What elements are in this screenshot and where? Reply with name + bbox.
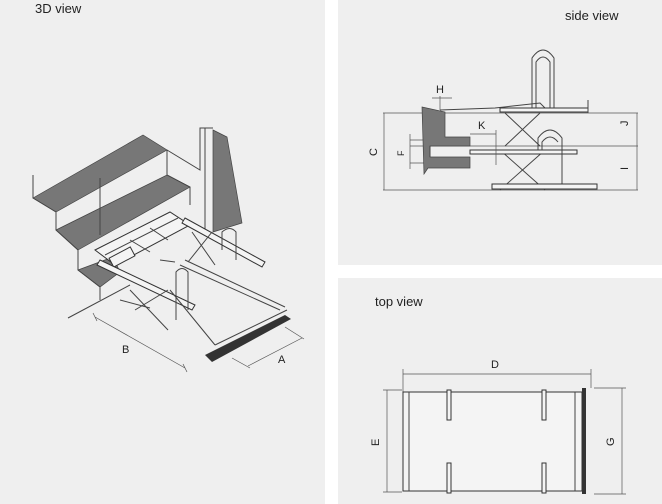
top-view-drawing: top view D E G <box>370 294 626 495</box>
side-view-title: side view <box>565 8 619 23</box>
ramp-plate <box>205 315 291 362</box>
panel-side-view <box>338 0 662 265</box>
vehicle-wall <box>212 129 243 233</box>
label-d: D <box>491 359 499 371</box>
dock-building <box>421 106 471 176</box>
ramp-bar <box>582 388 586 494</box>
label-h: H <box>436 84 444 96</box>
dimension-b <box>94 316 186 369</box>
label-f: F <box>396 150 406 156</box>
label-c: C <box>368 148 380 156</box>
dimension-a <box>247 337 303 367</box>
3d-view-drawing: 3D view <box>32 1 305 373</box>
label-b: B <box>122 344 129 356</box>
stair-outline <box>32 175 101 300</box>
label-j: J <box>619 121 631 127</box>
lift-mechanism <box>94 211 288 346</box>
label-g: G <box>605 437 617 446</box>
label-i: I <box>619 167 631 170</box>
label-e: E <box>370 439 382 446</box>
label-a: A <box>278 354 286 366</box>
platform-outline <box>402 391 583 492</box>
top-view-title: top view <box>375 294 423 309</box>
3d-view-title: 3D view <box>35 1 82 16</box>
side-view-drawing: side view C F H K J <box>368 8 638 191</box>
panel-3d-view <box>0 0 325 504</box>
label-k: K <box>478 120 486 132</box>
